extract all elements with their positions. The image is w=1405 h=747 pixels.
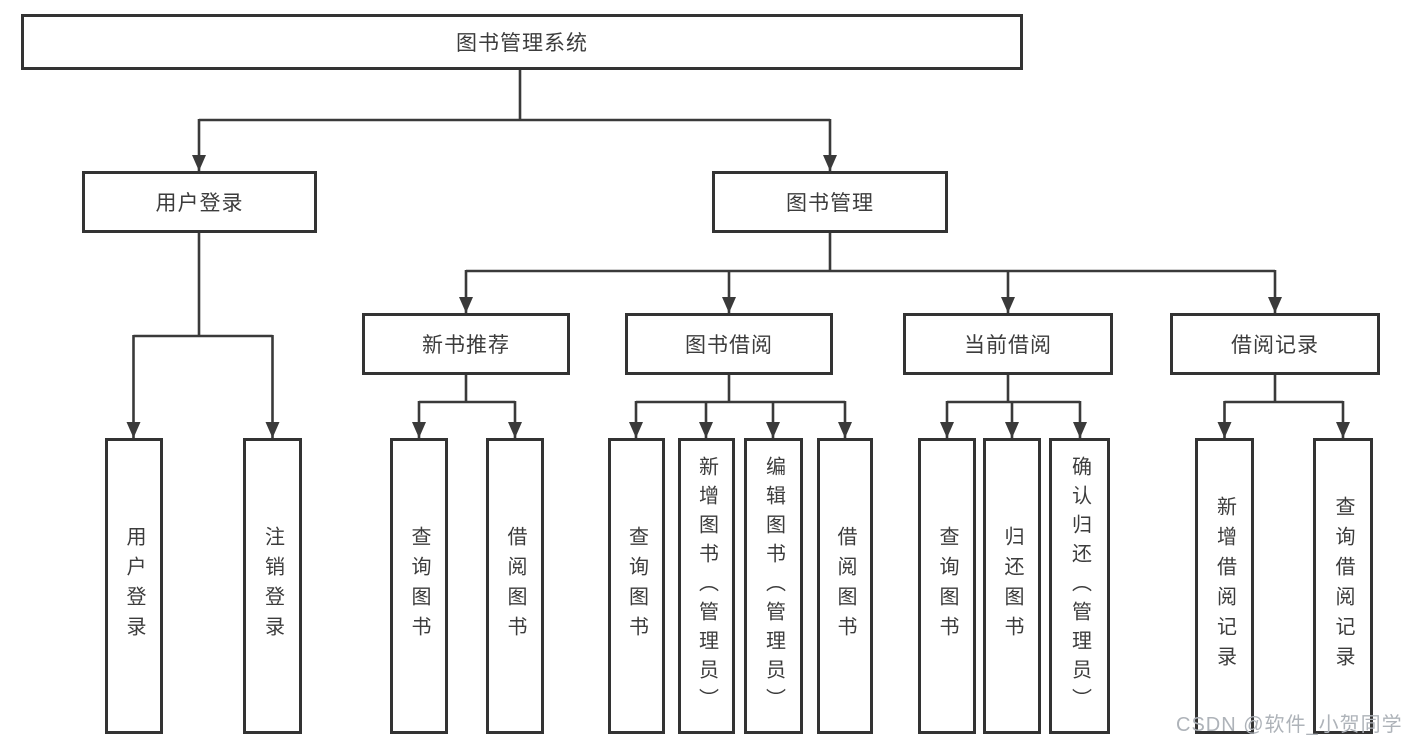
leaf-add-borrow-record: 新增借阅记录 <box>1195 438 1254 734</box>
leaf-confirm-return-admin: 确认归还（管理员） <box>1049 438 1110 734</box>
node-book-management: 图书管理 <box>712 171 948 233</box>
node-label: 图书管理系统 <box>456 32 588 55</box>
leaf-borrow-book-recommend: 借阅图书 <box>486 438 544 734</box>
node-label: 借阅记录 <box>1231 334 1319 357</box>
node-label: 用户登录 <box>155 192 244 215</box>
node-current-borrow: 当前借阅 <box>903 313 1113 375</box>
node-borrow-record: 借阅记录 <box>1170 313 1380 375</box>
leaf-return-book: 归还图书 <box>983 438 1041 734</box>
node-library-management-system: 图书管理系统 <box>21 14 1023 70</box>
csdn-watermark: CSDN @软件_小贺同学 <box>1176 714 1403 736</box>
node-label: 当前借阅 <box>964 334 1052 357</box>
leaf-user-login: 用户登录 <box>105 438 163 734</box>
leaf-label: 查询图书 <box>625 526 648 646</box>
leaf-edit-book-admin: 编辑图书（管理员） <box>744 438 803 734</box>
leaf-label: 归还图书 <box>1001 526 1023 646</box>
node-label: 图书管理 <box>786 192 874 215</box>
leaf-label: 借阅图书 <box>504 526 526 646</box>
leaf-label: 确认归还（管理员） <box>1068 455 1091 717</box>
leaf-label: 用户登录 <box>123 526 145 646</box>
leaf-query-book-recommend: 查询图书 <box>390 438 448 734</box>
leaf-label: 注销登录 <box>261 526 284 646</box>
leaf-logout-login: 注销登录 <box>243 438 302 734</box>
node-label: 新书推荐 <box>422 334 510 357</box>
leaf-query-borrow-record: 查询借阅记录 <box>1313 438 1373 734</box>
leaf-label: 查询借阅记录 <box>1332 496 1354 676</box>
node-book-borrow: 图书借阅 <box>625 313 833 375</box>
node-label: 图书借阅 <box>685 334 773 357</box>
leaf-query-book-borrow: 查询图书 <box>608 438 665 734</box>
leaf-label: 查询图书 <box>936 526 958 646</box>
leaf-query-book-current: 查询图书 <box>918 438 976 734</box>
leaf-label: 编辑图书（管理员） <box>762 455 785 717</box>
leaf-label: 新增图书（管理员） <box>695 455 718 717</box>
leaf-label: 查询图书 <box>408 526 430 646</box>
node-user-login-branch: 用户登录 <box>82 171 317 233</box>
leaf-label: 新增借阅记录 <box>1213 496 1236 676</box>
leaf-label: 借阅图书 <box>834 526 856 646</box>
leaf-borrow-book: 借阅图书 <box>817 438 873 734</box>
leaf-add-book-admin: 新增图书（管理员） <box>678 438 735 734</box>
node-new-book-recommend: 新书推荐 <box>362 313 570 375</box>
